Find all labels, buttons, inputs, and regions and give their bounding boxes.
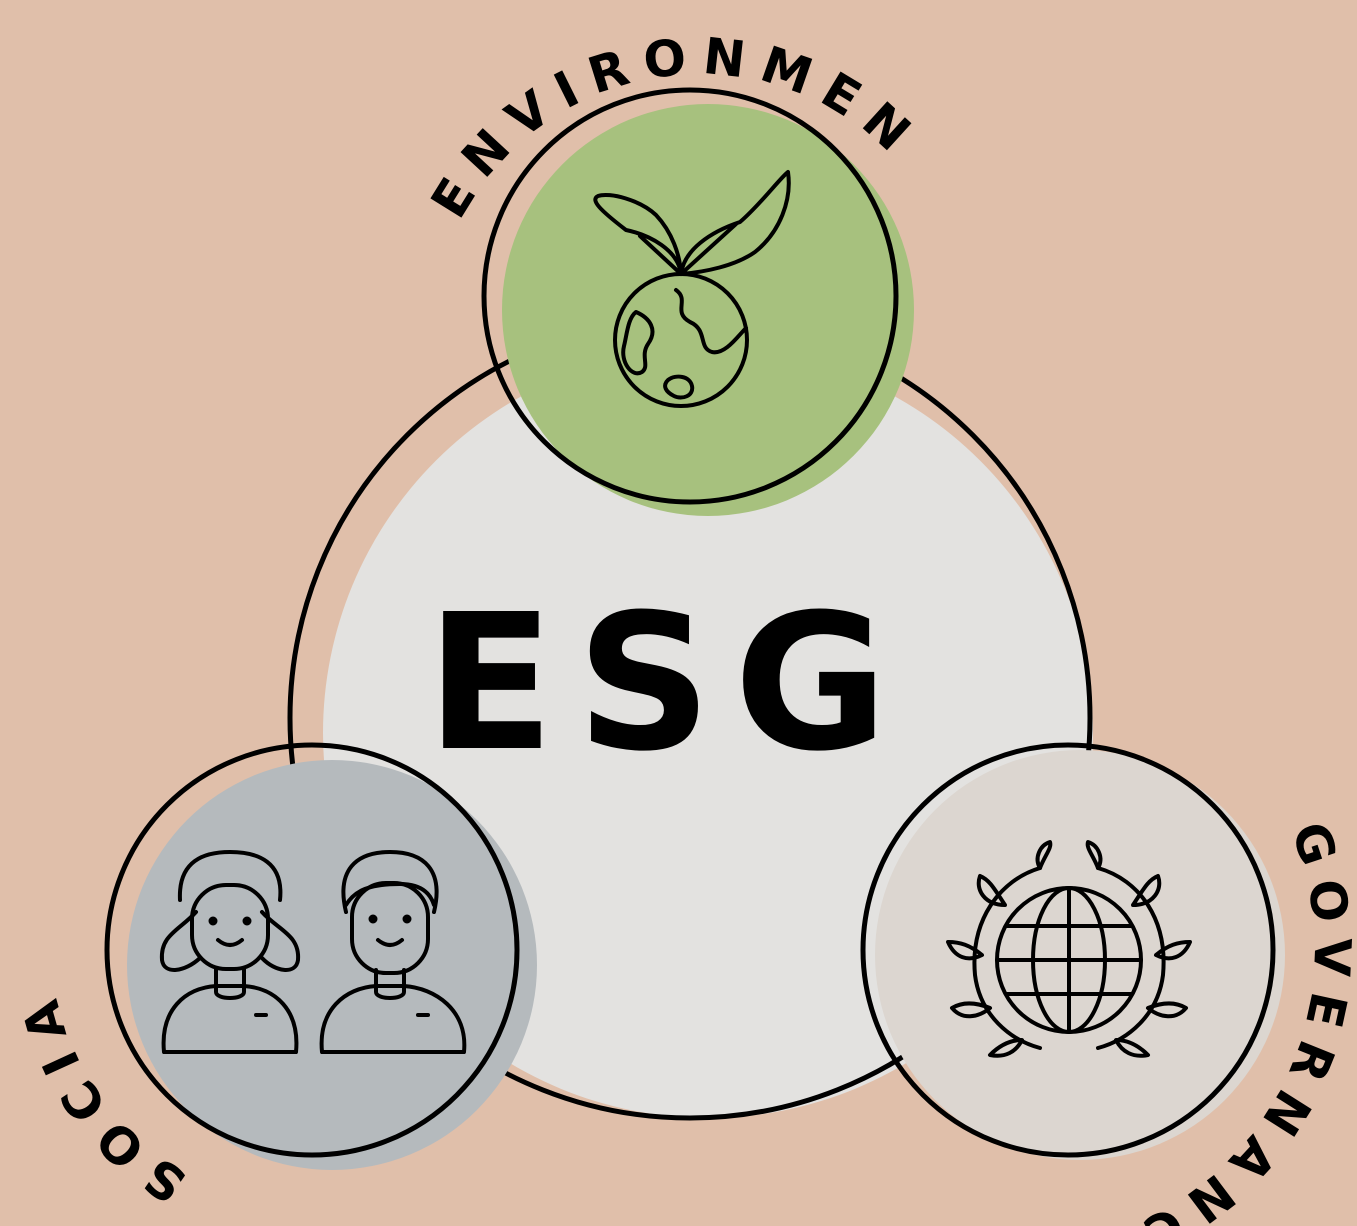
center-label: ESG — [426, 574, 910, 793]
social-circle-fill — [127, 760, 537, 1170]
environmental-circle-outline — [481, 87, 899, 505]
environmental-circle-fill — [502, 104, 914, 516]
social-circle-outline — [104, 742, 520, 1158]
plant-globe-icon — [593, 170, 791, 408]
governance-circle-outline — [860, 742, 1276, 1158]
people-icon — [159, 850, 467, 1054]
governance-circle-fill — [875, 750, 1285, 1160]
globe-laurel-icon — [946, 840, 1192, 1058]
